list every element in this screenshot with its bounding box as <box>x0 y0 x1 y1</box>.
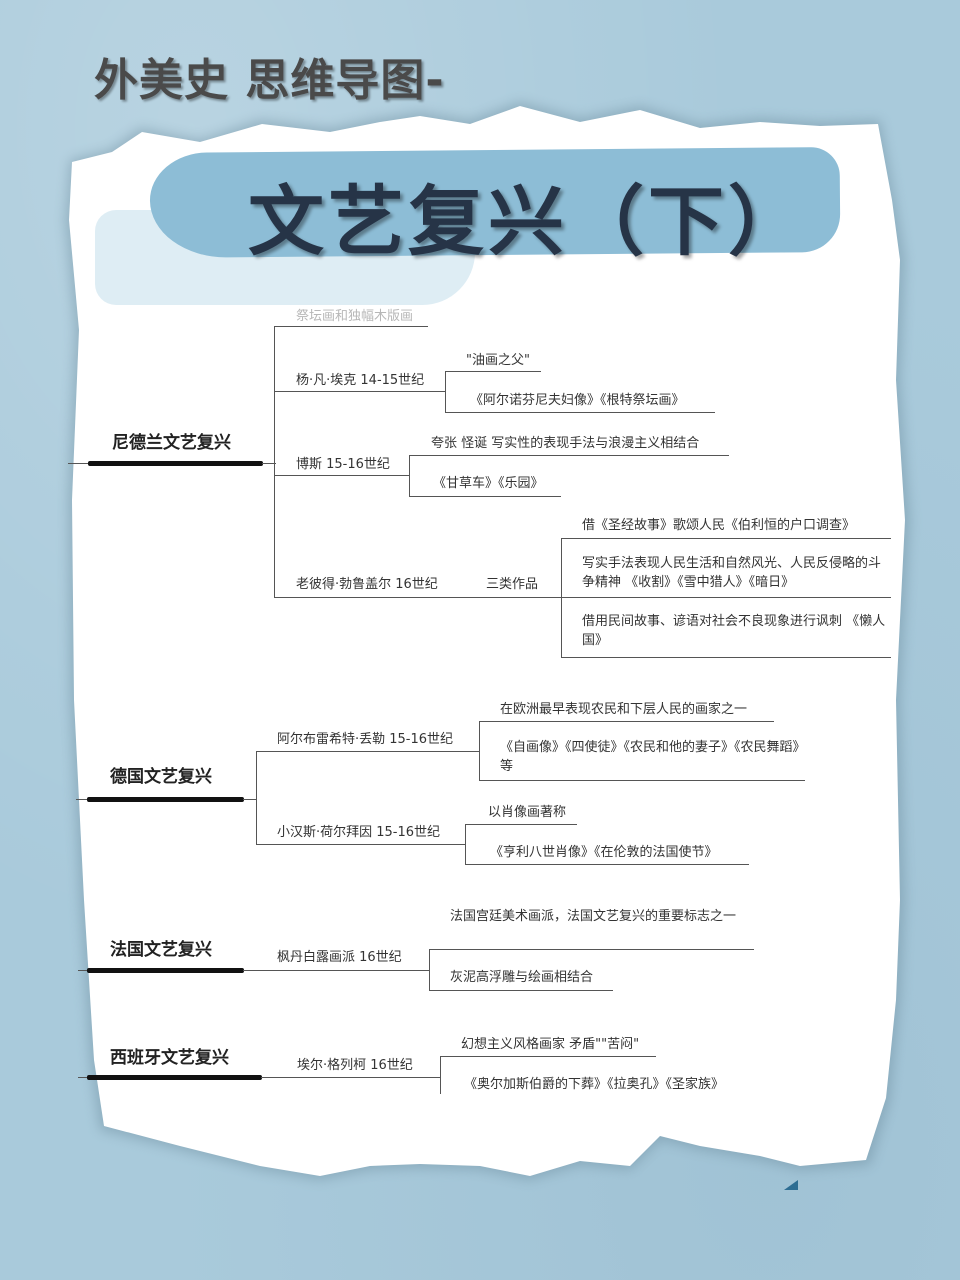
branch-line <box>274 597 891 598</box>
sub-trunk-line <box>445 371 446 412</box>
sub-trunk-line <box>561 538 562 658</box>
detail-text: 《亨利八世肖像》《在伦敦的法国使节》 <box>490 845 718 860</box>
detail-text: 写实手法表现人民生活和自然风光、人民反侵略的斗争精神 《收割》《雪中猎人》《暗日… <box>582 556 882 590</box>
detail-line <box>561 657 891 658</box>
category-underline <box>87 797 244 802</box>
connector-line <box>262 463 276 464</box>
artist-bruegel: 老彼得·勃鲁盖尔 16世纪 <box>296 577 438 592</box>
artist-holbein: 小汉斯·荷尔拜因 15-16世纪 <box>277 825 441 840</box>
detail-text: 灰泥高浮雕与绘画相结合 <box>450 970 594 985</box>
detail-line <box>440 1056 656 1057</box>
detail-line <box>445 371 541 372</box>
sub-trunk-line <box>409 455 410 496</box>
detail-line <box>465 824 577 825</box>
detail-line <box>429 990 613 991</box>
connector-line <box>243 799 257 800</box>
detail-text: 《甘草车》《乐园》 <box>433 476 544 491</box>
detail-text: 以肖像画著称 <box>488 805 567 820</box>
branch-line <box>256 751 480 752</box>
category-spain: 西班牙文艺复兴 <box>110 1048 229 1068</box>
detail-line <box>445 412 715 413</box>
detail-text: 夸张 怪诞 写实性的表现手法与浪漫主义相结合 <box>431 436 700 451</box>
detail-text: 法国宫廷美术画派，法国文艺复兴的重要标志之一 <box>450 909 737 924</box>
connector-line <box>76 799 90 800</box>
artist-durer: 阿尔布雷希特·丢勒 15-16世纪 <box>277 732 454 747</box>
category-netherlands: 尼德兰文艺复兴 <box>112 433 231 453</box>
detail-text: 借用民间故事、谚语对社会不良现象进行讽刺 《懒人国》 <box>582 614 886 648</box>
detail-line <box>429 949 754 950</box>
detail-text: 《自画像》《四使徒》《农民和他的妻子》《农民舞蹈》等 <box>500 740 800 774</box>
branch-line <box>261 1077 441 1078</box>
category-germany: 德国文艺复兴 <box>110 767 212 787</box>
category-underline <box>87 968 244 973</box>
artist-bosch: 博斯 15-16世纪 <box>296 457 390 472</box>
detail-line <box>465 864 749 865</box>
connector-line <box>78 970 90 971</box>
branch-line <box>243 970 430 971</box>
branch-line <box>256 844 466 845</box>
detail-line <box>479 721 774 722</box>
category-france: 法国文艺复兴 <box>110 940 212 960</box>
branch-line <box>274 391 446 392</box>
faded-note: 祭坛画和独幅木版画 <box>296 309 414 324</box>
sub-trunk-line <box>429 949 430 990</box>
category-underline <box>88 461 263 466</box>
detail-line <box>561 538 891 539</box>
trunk-line <box>256 751 257 844</box>
category-underline <box>87 1075 262 1080</box>
detail-line <box>479 780 805 781</box>
branch-line <box>274 475 410 476</box>
detail-text: 在欧洲最早表现农民和下层人民的画家之一 <box>500 702 748 717</box>
sub-trunk-line <box>479 721 480 780</box>
detail-text: 借《圣经故事》歌颂人民《伯利恒的户口调查》 <box>582 518 856 533</box>
trunk-line <box>274 326 275 598</box>
connector-line <box>68 463 90 464</box>
artist-fontainebleau: 枫丹白露画派 16世纪 <box>277 950 402 965</box>
connector-line <box>78 1077 90 1078</box>
sub-trunk-line <box>440 1056 441 1094</box>
subtitle-heading: 外美史 思维导图- <box>94 55 445 106</box>
detail-text: 幻想主义风格画家 矛盾""苦闷" <box>461 1037 640 1052</box>
artist-jan-van-eyck: 杨·凡·埃克 14-15世纪 <box>296 373 425 388</box>
detail-text: 《奥尔加斯伯爵的下葬》《拉奥孔》《圣家族》 <box>464 1077 725 1092</box>
detail-text: 《阿尔诺芬尼夫妇像》《根特祭坛画》 <box>470 393 685 408</box>
detail-text: "油画之父" <box>466 353 530 368</box>
sub-trunk-line <box>465 824 466 864</box>
group-label: 三类作品 <box>486 577 539 592</box>
detail-line <box>409 496 561 497</box>
artist-el-greco: 埃尔·格列柯 16世纪 <box>297 1058 413 1073</box>
detail-line <box>409 455 729 456</box>
branch-line <box>274 326 428 327</box>
page-corner-fold-icon <box>784 1180 798 1190</box>
page-title: 文艺复兴（下） <box>248 177 808 266</box>
